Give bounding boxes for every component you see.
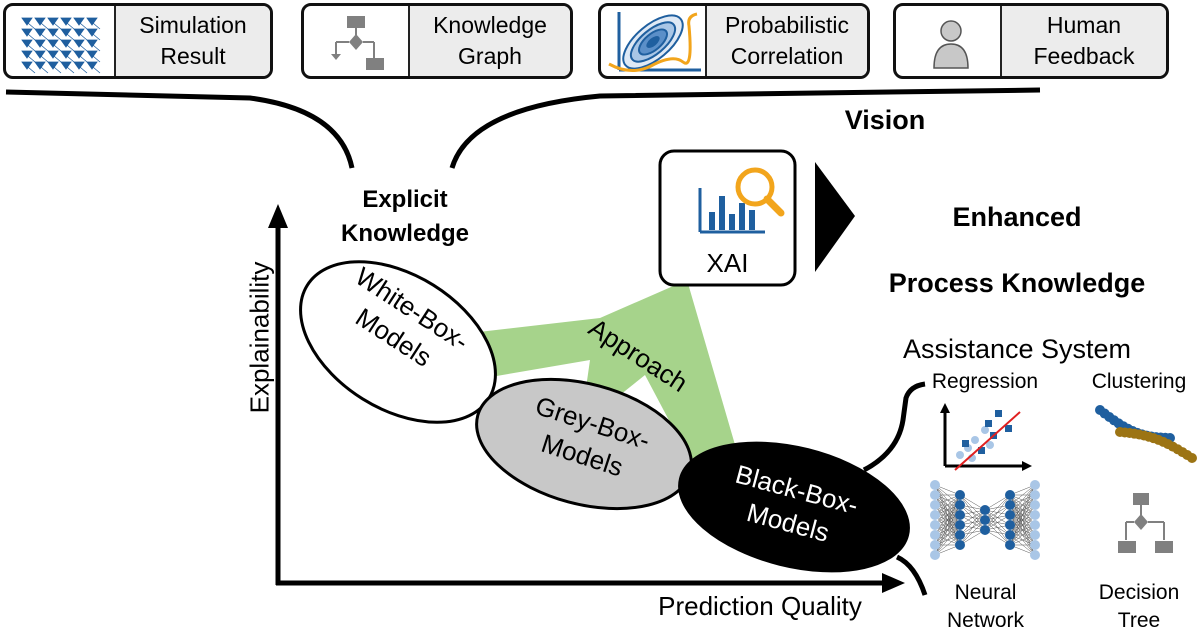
enhanced-subtitle: Process Knowledge [888,268,1146,298]
source-label: Human Feedback [1000,6,1166,76]
methods-bracket-bottom [895,554,928,596]
person-icon [933,20,969,69]
y-axis-label: Explainability [244,261,275,414]
sources-bracket [5,87,1041,169]
source-card-simulation: Simulation Result [3,3,273,79]
xai-box [658,149,797,287]
x-axis-label: Prediction Quality [658,591,862,621]
source-card-knowledge-graph: Knowledge Graph [301,3,573,79]
neural-network-label: Neural Network [946,581,1025,632]
regression-label: Regression [931,370,1039,393]
enhanced-title: Enhanced [952,202,1082,232]
flowchart-icon [331,16,384,70]
xai-label: XAI [706,248,749,278]
enhanced-caption: Assistance System [902,334,1132,364]
vision-label: Vision [844,105,926,135]
axes [268,204,905,593]
source-label: Knowledge Graph [408,6,570,76]
black-box-ellipse [678,441,910,573]
regression-icon [940,403,1032,471]
explicit-knowledge-label: Explicit Knowledge [340,186,469,247]
probability-contour-icon [608,12,701,72]
source-label: Simulation Result [114,6,270,76]
methods-bracket-top [862,381,926,473]
source-card-human-feedback: Human Feedback [893,3,1169,79]
output-arrow [815,162,855,272]
source-label: Probabilistic Correlation [705,6,867,76]
analytics-magnifier-icon [698,167,785,234]
source-card-probabilistic: Probabilistic Correlation [598,3,870,79]
enhanced-block: Enhanced Process Knowledge Assistance Sy… [862,168,1172,399]
clustering-label: Clustering [1091,370,1187,393]
simulation-mesh-icon [21,17,101,74]
decision-tree-icon [1118,493,1173,553]
decision-tree-label: Decision Tree [1098,581,1180,632]
approach-shape [470,280,738,460]
clustering-icon [1095,405,1197,463]
neural-network-icon [930,480,1040,560]
